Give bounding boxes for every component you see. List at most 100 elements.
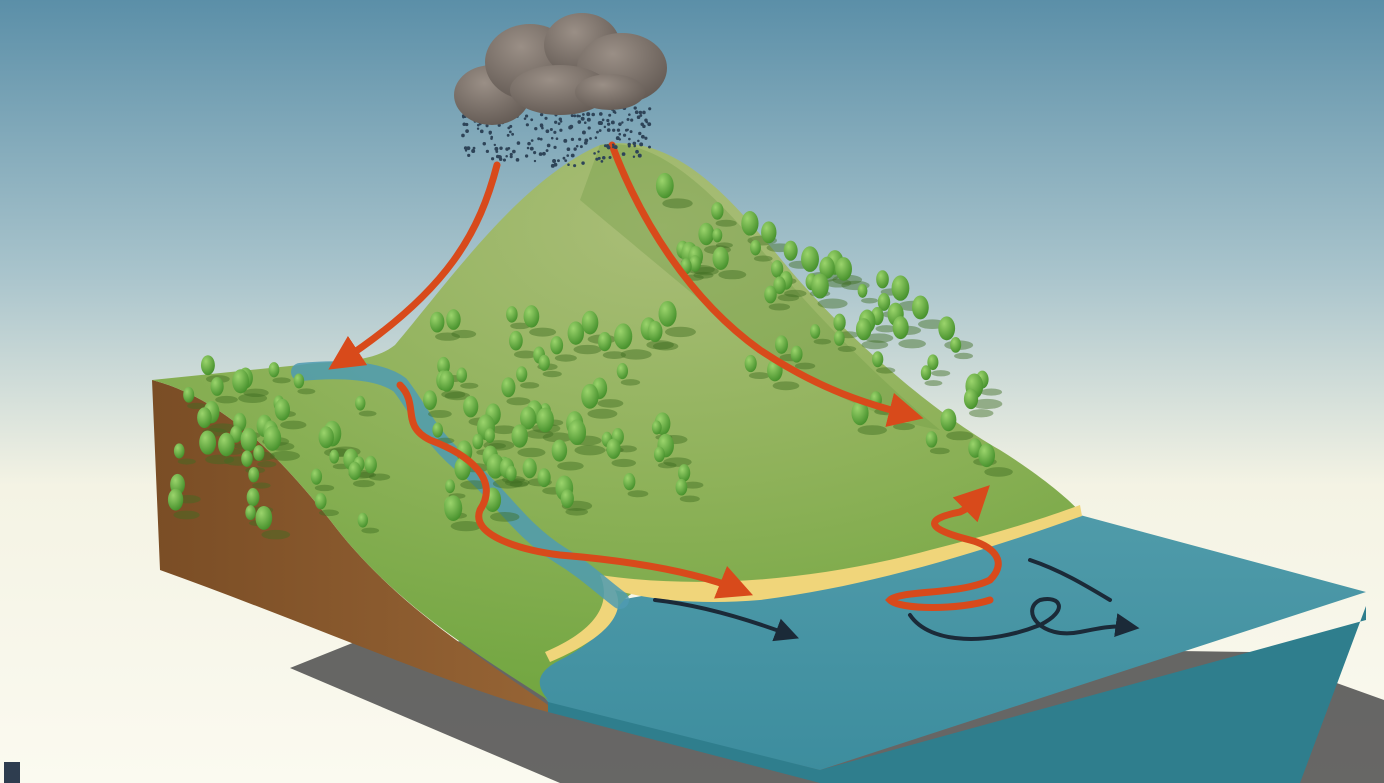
tree xyxy=(833,330,845,346)
tree-shadow xyxy=(627,490,649,498)
tree xyxy=(940,408,957,432)
tree-shadow xyxy=(252,482,271,489)
raindrop xyxy=(544,116,548,120)
tree-shadow xyxy=(968,409,994,418)
tree xyxy=(891,275,910,301)
raindrop xyxy=(558,117,563,121)
tree xyxy=(240,427,258,452)
raindrop xyxy=(606,118,610,123)
runoff-arrows xyxy=(328,141,1002,611)
tree-shadow xyxy=(875,325,898,333)
tree xyxy=(950,337,962,353)
tree-shadow xyxy=(715,219,737,227)
tree xyxy=(647,320,663,342)
raindrop xyxy=(526,146,530,150)
tree xyxy=(801,246,819,272)
raindrop xyxy=(586,112,591,117)
raindrop xyxy=(550,136,554,140)
tree xyxy=(248,467,260,483)
tree xyxy=(437,356,450,375)
tree xyxy=(819,256,835,279)
tree-shadow xyxy=(620,379,641,386)
tree xyxy=(597,331,612,352)
tree xyxy=(445,479,455,494)
raindrop xyxy=(596,130,599,134)
raindrop xyxy=(494,146,499,151)
raindrop xyxy=(648,145,652,149)
tree-shadow xyxy=(554,354,577,362)
tree xyxy=(567,321,585,345)
raindrop xyxy=(479,129,484,134)
raindrop xyxy=(491,157,495,161)
raindrop xyxy=(485,124,489,128)
tree xyxy=(506,306,518,323)
raindrop xyxy=(573,164,577,168)
tree xyxy=(835,257,852,281)
raindrop xyxy=(600,160,604,163)
tree xyxy=(200,355,215,376)
raindrop xyxy=(601,118,605,122)
tree xyxy=(314,492,327,510)
tree-shadow xyxy=(319,509,339,517)
raindrop xyxy=(595,157,599,161)
raindrop xyxy=(563,138,568,143)
raindrop xyxy=(562,156,566,160)
tree xyxy=(472,433,484,450)
raindrop xyxy=(505,147,509,151)
raindrop xyxy=(577,120,582,124)
tree-shadow xyxy=(954,352,974,360)
tree-shadow xyxy=(813,338,832,345)
tree xyxy=(761,221,777,244)
tree-shadow xyxy=(490,425,518,435)
raindrop xyxy=(613,145,618,150)
tree xyxy=(855,318,872,341)
raindrop xyxy=(464,149,468,152)
tree xyxy=(210,377,224,396)
tree-shadow xyxy=(509,481,529,488)
raindrop xyxy=(511,132,515,136)
raindrop xyxy=(545,129,550,134)
raindrop xyxy=(583,121,587,124)
tree xyxy=(963,388,979,410)
tree-shadow xyxy=(861,340,889,350)
raindrop xyxy=(566,154,570,157)
raindrop xyxy=(554,120,558,124)
tree-shadow xyxy=(768,303,791,311)
tree-shadow xyxy=(646,340,674,350)
hill-shade xyxy=(580,143,940,431)
tree xyxy=(255,505,273,530)
tree-shadow xyxy=(177,458,196,465)
raindrop xyxy=(505,154,508,158)
runoff-arrow-river xyxy=(396,381,754,599)
raindrop xyxy=(635,149,639,154)
tree xyxy=(892,316,909,340)
tree xyxy=(606,438,621,459)
raindrop xyxy=(523,117,527,120)
raindrop xyxy=(628,113,631,116)
raindrop xyxy=(524,154,529,158)
raindrop xyxy=(608,156,612,160)
tree xyxy=(263,425,282,451)
tree xyxy=(348,461,362,481)
tree xyxy=(523,305,540,328)
tree-shadow xyxy=(893,422,915,431)
raindrop xyxy=(557,122,561,126)
raindrop xyxy=(566,147,571,152)
flow-arrow-spiral xyxy=(908,597,1140,641)
tree xyxy=(241,450,253,467)
tree xyxy=(872,351,884,368)
tree xyxy=(811,273,829,299)
tree-shadow xyxy=(257,461,277,468)
raindrop xyxy=(509,152,513,157)
raindrop xyxy=(605,144,610,148)
tree xyxy=(245,505,256,521)
tree-shadow xyxy=(864,333,894,343)
raindrop xyxy=(539,137,543,141)
tree xyxy=(537,468,551,488)
raindrop xyxy=(539,124,544,128)
tree-shadow xyxy=(173,510,200,520)
tree-shadow xyxy=(460,382,479,389)
tree-shadow xyxy=(215,395,238,404)
raindrop xyxy=(579,145,583,149)
tree xyxy=(938,316,956,341)
